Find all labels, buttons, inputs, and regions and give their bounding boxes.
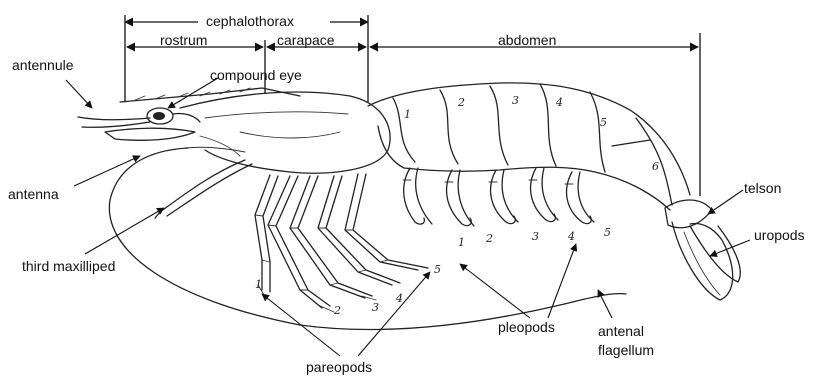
segment-number: 4 [555, 96, 563, 109]
label-third-maxilliped: third maxilliped [22, 258, 115, 274]
label-abdomen: abdomen [498, 32, 556, 48]
label-flagellum: flagellum [598, 342, 654, 358]
label-antenal: antenal [598, 323, 644, 339]
pareopod-numbers: 1 2 3 4 5 [255, 263, 441, 317]
pareopod-number: 5 [434, 263, 441, 276]
label-carapace: carapace [277, 32, 335, 48]
label-cephalothorax: cephalothorax [206, 13, 294, 29]
label-pareopods: pareopods [306, 359, 372, 375]
pareopod-number: 4 [395, 292, 403, 305]
label-antennule: antennule [12, 57, 74, 73]
pleopod-number: 1 [458, 236, 465, 249]
segment-number: 1 [404, 108, 411, 121]
pareopod-number: 1 [255, 278, 262, 291]
pareopod-number: 2 [333, 304, 341, 317]
label-compound-eye: compound eye [210, 67, 302, 83]
pleopod-number: 4 [567, 230, 575, 243]
label-telson: telson [744, 180, 781, 196]
segment-number: 5 [600, 116, 607, 129]
segment-number: 6 [652, 160, 659, 173]
pleopod-number: 2 [485, 232, 493, 245]
pleopod-number: 3 [532, 230, 539, 243]
pleopod-number: 5 [604, 226, 611, 239]
anatomy-labels: cephalothorax rostrum carapace abdomen a… [8, 13, 805, 375]
label-antenna: antenna [8, 186, 59, 202]
segment-number: 3 [512, 94, 519, 107]
pleopod-numbers: 1 2 3 4 5 [458, 226, 611, 249]
label-pleopods: pleopods [498, 319, 555, 335]
pareopod-number: 3 [372, 301, 379, 314]
label-rostrum: rostrum [160, 32, 207, 48]
label-uropods: uropods [754, 227, 805, 243]
segment-number: 2 [457, 96, 465, 109]
